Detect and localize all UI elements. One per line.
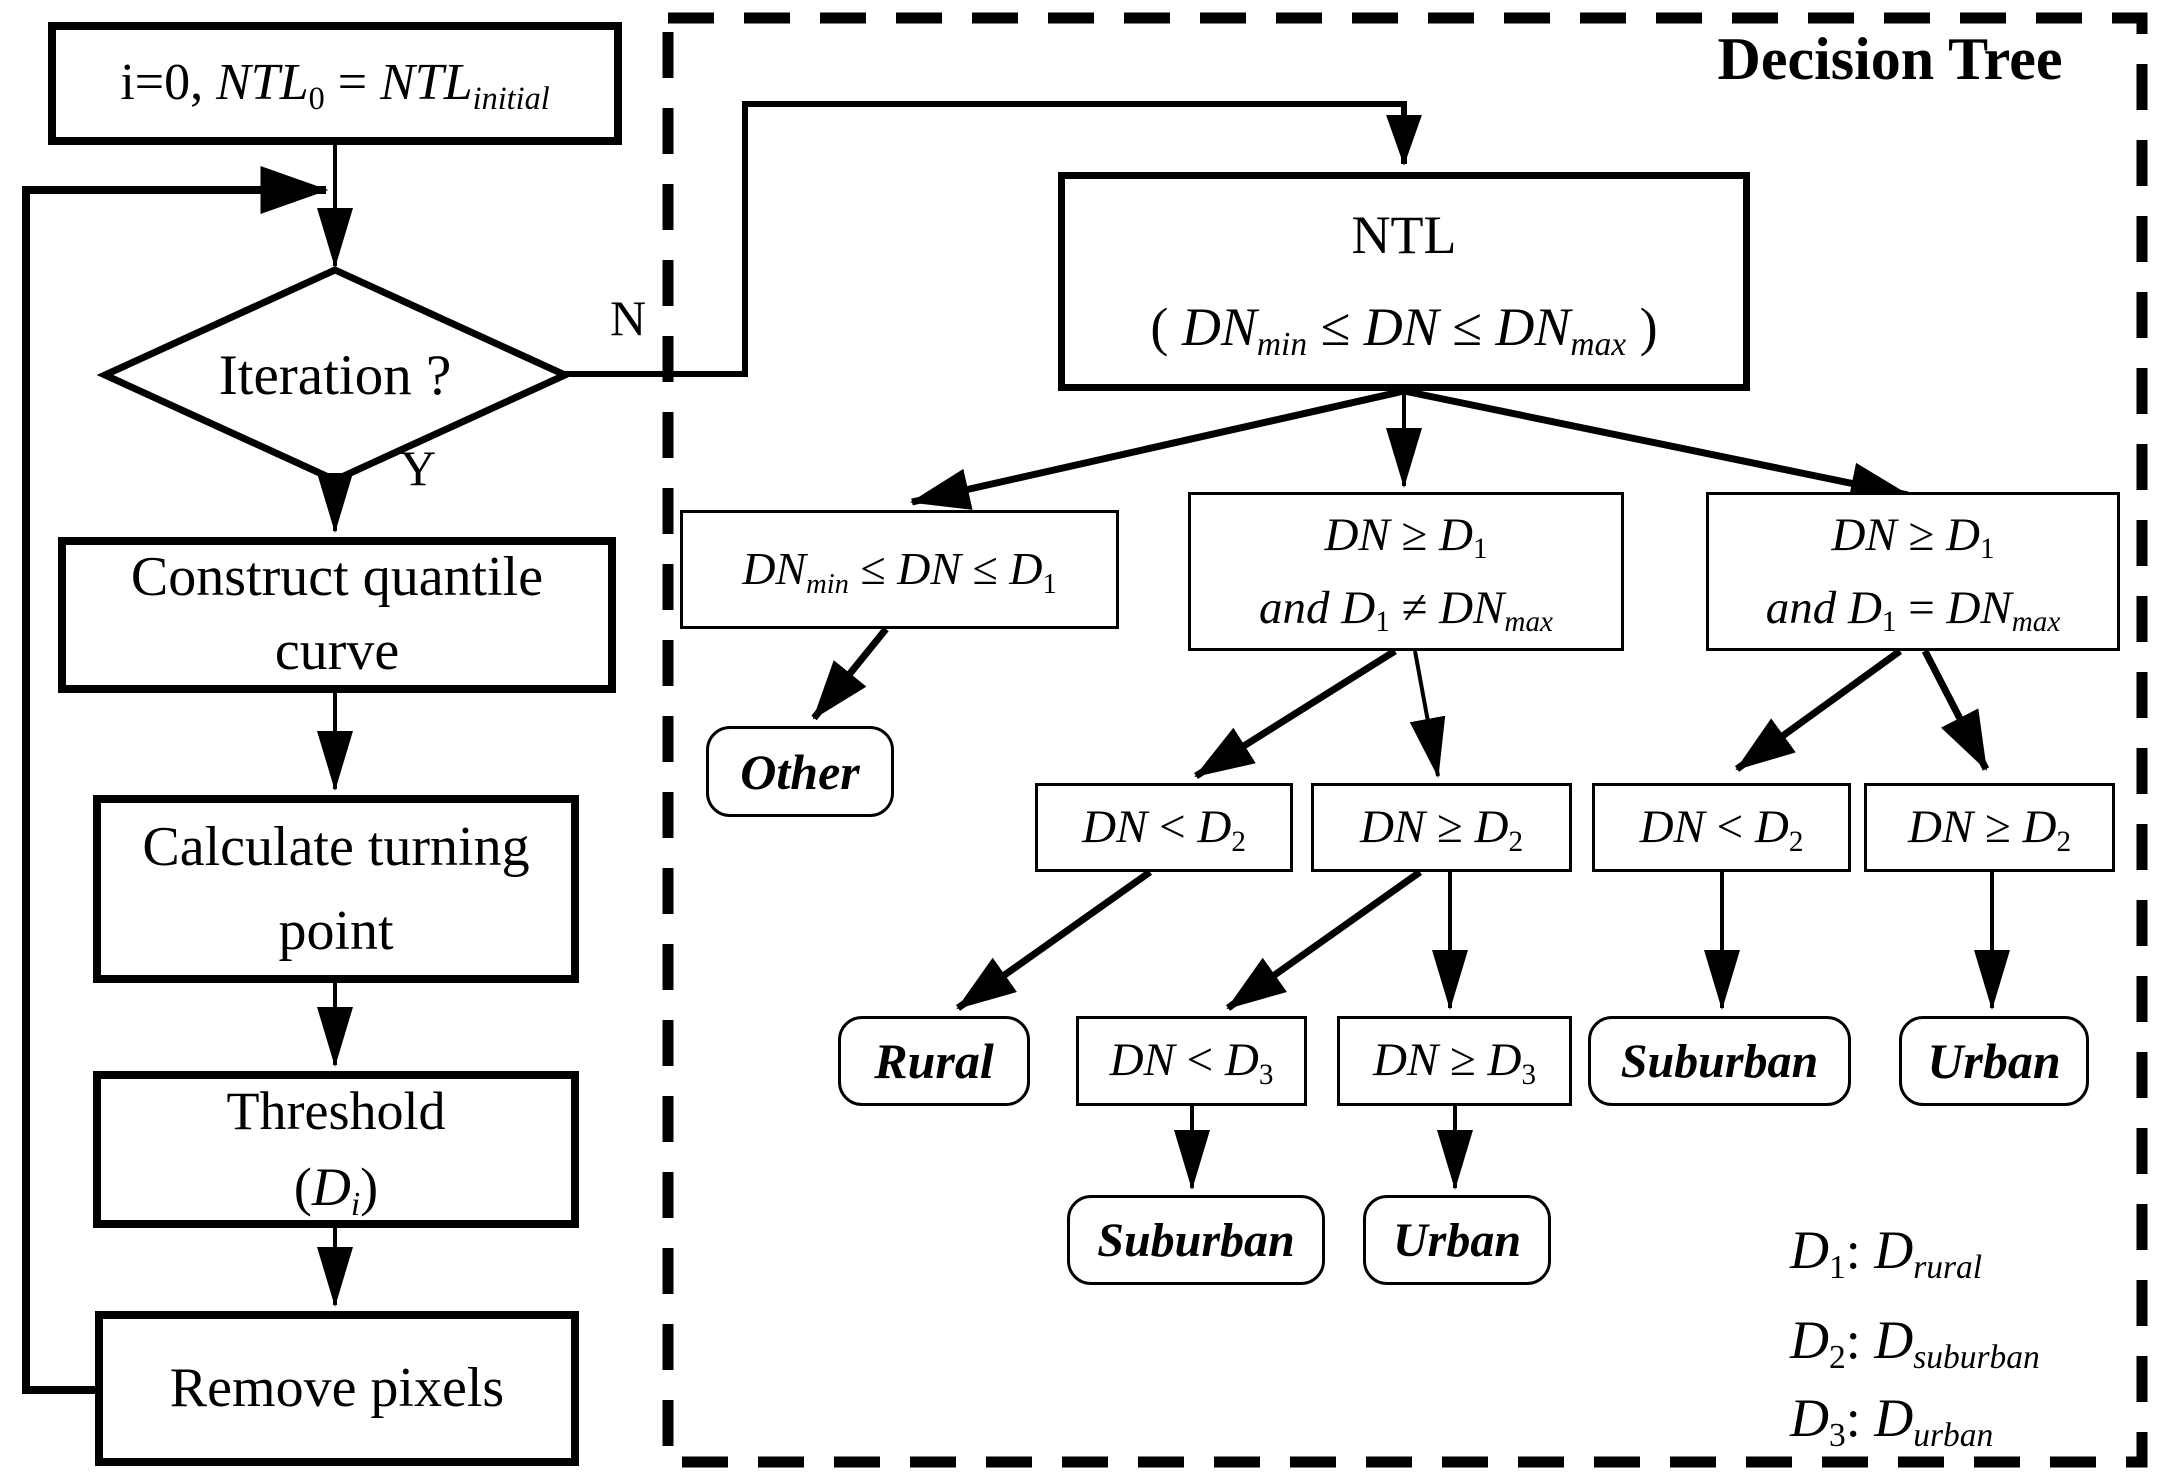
dn-lt-d2-left-node: DN < D2 <box>1035 783 1293 872</box>
arrow-root-to-range <box>909 387 1405 510</box>
arrow-eq-to-ltd2 <box>1734 648 1903 772</box>
dn-lt-d3-node: DN < D3 <box>1076 1016 1307 1106</box>
dn-lt-d2-right-node: DN < D2 <box>1592 783 1851 872</box>
arrow-no-path-to-ntl <box>565 101 1422 377</box>
branch-label-yes: Y <box>399 440 437 496</box>
arrow-ged2-to-ltd3 <box>1225 869 1423 1011</box>
arrow-ne-to-ltd2 <box>1194 648 1397 779</box>
arrow-ltd2-to-rural <box>955 869 1153 1011</box>
dn-ge-d3-node: DN ≥ D3 <box>1337 1016 1572 1106</box>
arrow-ne-to-ged2 <box>1409 650 1446 778</box>
decision-tree-title: Decision Tree <box>1717 25 2063 92</box>
arrow-feedback-loop <box>22 166 329 1394</box>
remove-pixels-box: Remove pixels <box>95 1311 579 1466</box>
arrow-range-to-other <box>811 626 889 721</box>
urban-leaf-mid: Urban <box>1899 1016 2089 1106</box>
calculate-turning-point-box: Calculate turning point <box>93 795 579 983</box>
legend-d3: D3: Durban <box>1790 1388 1994 1455</box>
suburban-leaf-deep: Suburban <box>1067 1195 1325 1285</box>
rural-leaf: Rural <box>838 1016 1030 1106</box>
threshold-box: Threshold(Di) <box>93 1071 579 1228</box>
legend-d1: D1: Drural <box>1790 1220 1983 1287</box>
branch-label-no: N <box>609 290 647 346</box>
other-leaf: Other <box>706 726 894 817</box>
dn-ge-d2-left-node: DN ≥ D2 <box>1311 783 1572 872</box>
arrow-eq-to-ged2 <box>1921 649 1990 771</box>
dn-ge-d2-right-node: DN ≥ D2 <box>1864 783 2115 872</box>
construct-quantile-curve-box: Construct quantile curve <box>58 537 616 693</box>
suburban-leaf-mid: Suburban <box>1588 1016 1851 1106</box>
iteration-decision-label: Iteration ? <box>218 343 452 407</box>
urban-leaf-deep: Urban <box>1363 1195 1551 1285</box>
arrow-root-to-eq-branch <box>1403 387 1911 504</box>
legend-d2: D2: Dsuburban <box>1790 1310 2040 1377</box>
init-box: i=0, NTL0 = NTLinitial <box>48 22 622 145</box>
ntl-root-node: NTL( DNmin ≤ DN ≤ DNmax ) <box>1058 172 1750 391</box>
decision-tree-border <box>662 12 2148 1468</box>
dn-range-rural-node: DNmin ≤ DN ≤ D1 <box>680 510 1119 629</box>
